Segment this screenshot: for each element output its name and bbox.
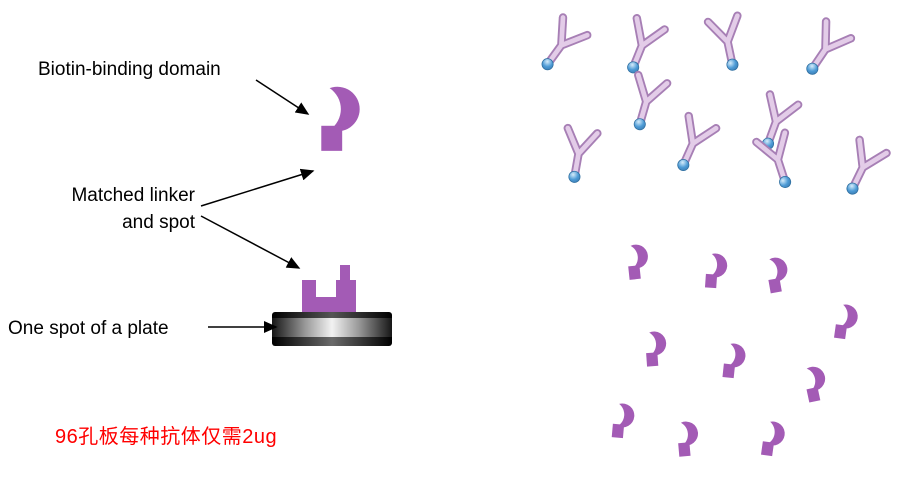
linker-spot-icon (300, 262, 358, 318)
arrow-to-binding-domain (255, 79, 310, 115)
antibody-icon (691, 0, 763, 77)
note-chinese: 96孔板每种抗体仅需2ug (55, 426, 278, 448)
label-biotin-binding-domain: Biotin-binding domain (38, 59, 221, 80)
label-matched-linker-line1: Matched linker (71, 185, 195, 206)
label-matched-linker: Matched linker and spot (30, 182, 195, 236)
plate-bottom-edge (272, 337, 392, 346)
plate-surface (272, 318, 392, 337)
arrow-to-spot (200, 215, 301, 269)
antibody-icon (823, 122, 899, 208)
binding-domain-icon (796, 362, 834, 409)
antibody-icon (519, 0, 606, 87)
binding-domain-icon (670, 419, 704, 463)
plate-graphic (272, 312, 392, 346)
binding-domain-icon (310, 84, 366, 162)
binding-domain-icon (620, 242, 654, 287)
antibody-icon (544, 113, 615, 188)
binding-domain-icon (605, 401, 639, 445)
label-matched-linker-line2: and spot (122, 212, 195, 233)
binding-domain-icon (699, 251, 732, 295)
label-one-spot-of-plate: One spot of a plate (8, 318, 169, 339)
binding-domain-icon (639, 329, 672, 373)
binding-domain-icon (754, 418, 790, 464)
binding-domain-icon (759, 254, 796, 301)
binding-domain-icon (716, 341, 750, 386)
binding-domain-icon (827, 301, 863, 347)
plate-top-edge (272, 312, 392, 318)
arrow-to-linker (200, 168, 315, 207)
antibody-icon (784, 3, 871, 91)
